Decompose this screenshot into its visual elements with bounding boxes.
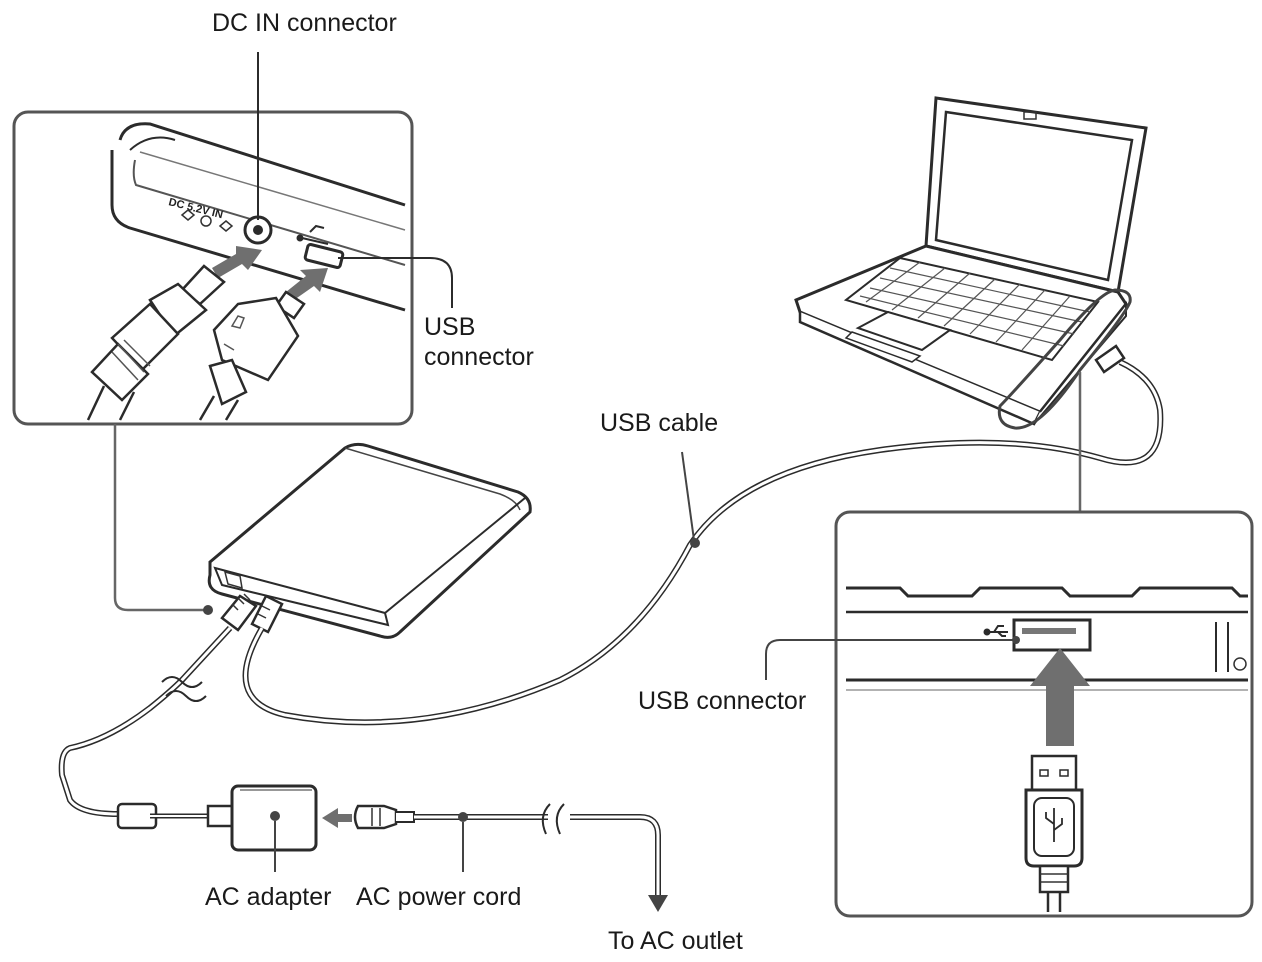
mini-usb-port: [303, 243, 345, 269]
usb-cable-label: USB cable: [600, 409, 719, 437]
mini-usb-plug: [198, 290, 306, 421]
usb-connector-leader-line: [338, 257, 453, 308]
insert-arrow: [212, 246, 262, 278]
drive-dc-plug: [220, 593, 258, 632]
laptop-usb-plug: [1094, 344, 1126, 374]
device-inset: DC 5.2V IN: [12, 110, 414, 426]
dc-plug: [86, 264, 226, 421]
laptop-usb-port-tongue: [1022, 628, 1076, 634]
insert-arrow: [286, 268, 328, 300]
ac-adapter-label: AC adapter: [205, 883, 332, 911]
dc-in-connector-label: DC IN connector: [212, 9, 397, 37]
ac-cord-leader-dot: [458, 812, 468, 822]
ac-insert-arrow: [322, 808, 352, 828]
polarity-symbol: [200, 215, 212, 227]
inset-link-line: [113, 424, 205, 612]
usb-a-plug: [1024, 754, 1084, 912]
laptop: [794, 96, 1148, 426]
cord-break-mark: [541, 803, 565, 835]
ac-power-cord-label: AC power cord: [356, 883, 522, 911]
to-ac-outlet-label: To AC outlet: [608, 927, 743, 955]
usb-cable-inner: [244, 360, 1162, 724]
usb-cable-leader-line: [681, 451, 695, 541]
ac-cord-inner: [414, 815, 660, 895]
usb-icon: [983, 625, 1008, 637]
laptop-port-highlight: [997, 288, 1132, 430]
laptop-usb-port: [1012, 618, 1092, 652]
dc-in-jack: [243, 215, 273, 245]
cord-break-mark: [161, 676, 207, 702]
polarity-symbol: [218, 220, 234, 232]
usb-cable-leader-dot: [690, 538, 700, 548]
usb-connector-pc-label: USB connector: [638, 687, 807, 715]
inset-link-dot: [203, 605, 213, 615]
dc-cord-inner: [60, 626, 232, 818]
usb-icon: [296, 224, 329, 245]
to-outlet-arrow: [648, 895, 668, 912]
usb-connector-device-label-line2: connector: [424, 343, 534, 371]
laptop-port-inset: [765, 510, 1254, 918]
ac-cord-plug: [353, 804, 415, 830]
laptop-insert-arrow: [1030, 648, 1090, 746]
adapter-dc-plug: [206, 804, 236, 828]
external-drive: [207, 442, 532, 639]
usb-connector-device-label-line1: USB: [424, 313, 476, 341]
polarity-symbol: [180, 209, 196, 221]
